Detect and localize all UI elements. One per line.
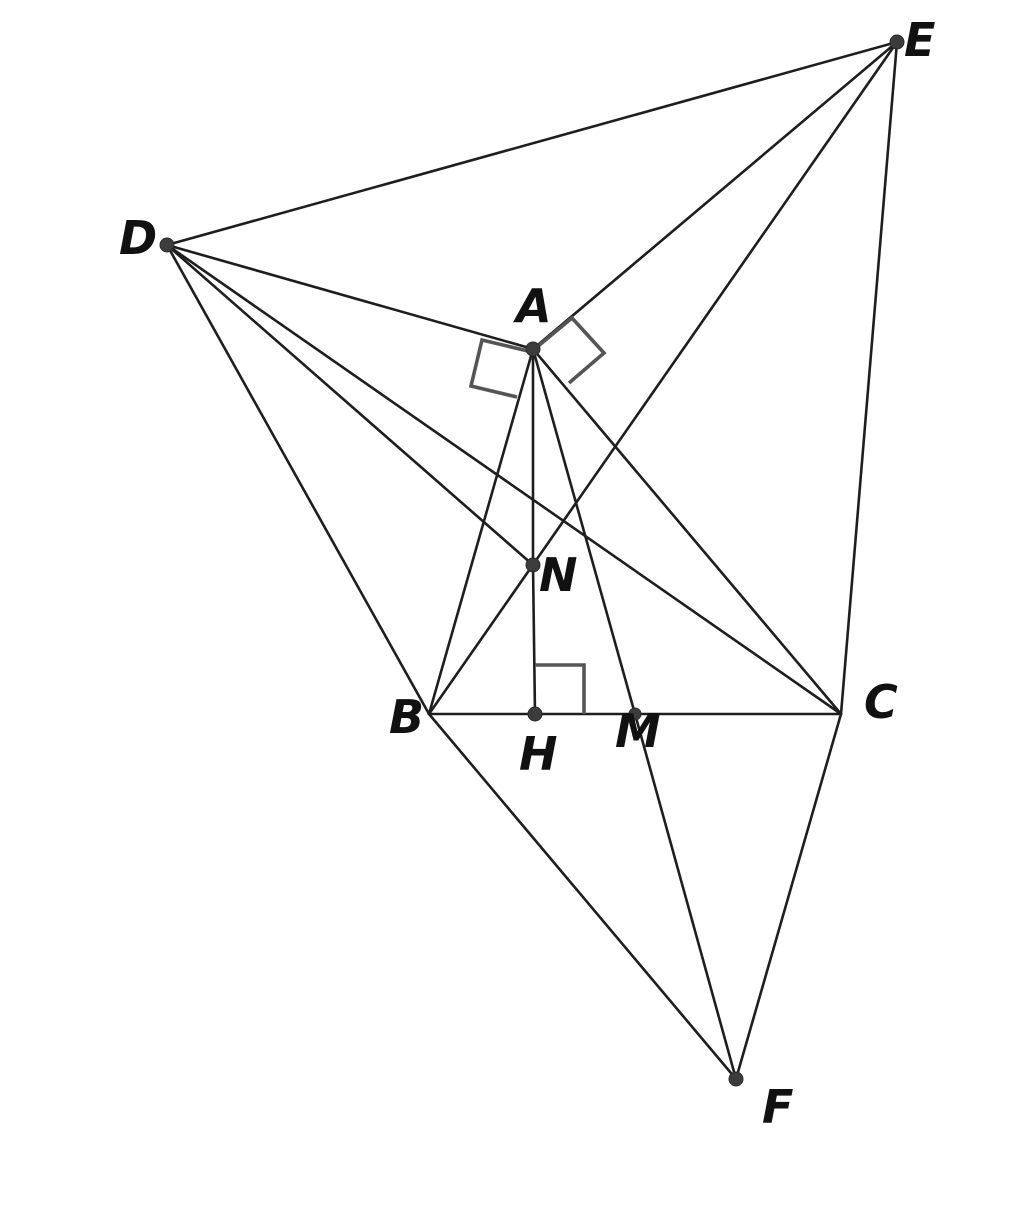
segment-AE — [531, 40, 899, 351]
right-angle-marker-DAB — [468, 337, 529, 399]
segment-AC — [531, 347, 843, 716]
segment-DN — [165, 243, 535, 567]
segment-MF — [633, 712, 738, 1081]
points-layer — [159, 34, 905, 1087]
right-angle-marker-AHC — [535, 663, 586, 714]
segment-BF — [427, 712, 738, 1081]
segment-DE — [165, 40, 899, 247]
point-H — [527, 706, 543, 722]
segment-DB — [165, 243, 431, 716]
labels-layer: E D A N B H M C F — [119, 13, 935, 1134]
segment-AB — [427, 347, 535, 716]
label-E: E — [904, 13, 935, 67]
point-N — [525, 557, 541, 573]
label-A: A — [513, 279, 552, 333]
point-A — [525, 341, 541, 357]
point-D — [159, 237, 175, 253]
segment-CF — [734, 712, 843, 1081]
label-D: D — [119, 211, 157, 265]
point-F — [728, 1071, 744, 1087]
label-B: B — [389, 690, 424, 744]
label-C: C — [864, 675, 898, 729]
right-angle-markers — [468, 315, 607, 714]
right-angle-marker-EAC — [535, 315, 607, 385]
segment-AM — [531, 347, 637, 716]
label-F: F — [762, 1080, 793, 1134]
segment-DA — [165, 243, 535, 351]
label-H: H — [519, 727, 558, 781]
label-M: M — [615, 704, 661, 758]
segment-NH — [531, 563, 537, 716]
segment-BE — [427, 40, 899, 716]
segment-EC — [839, 40, 899, 716]
segment-DC — [165, 243, 843, 716]
point-E — [889, 34, 905, 50]
point-M — [628, 707, 642, 721]
label-N: N — [539, 548, 578, 602]
